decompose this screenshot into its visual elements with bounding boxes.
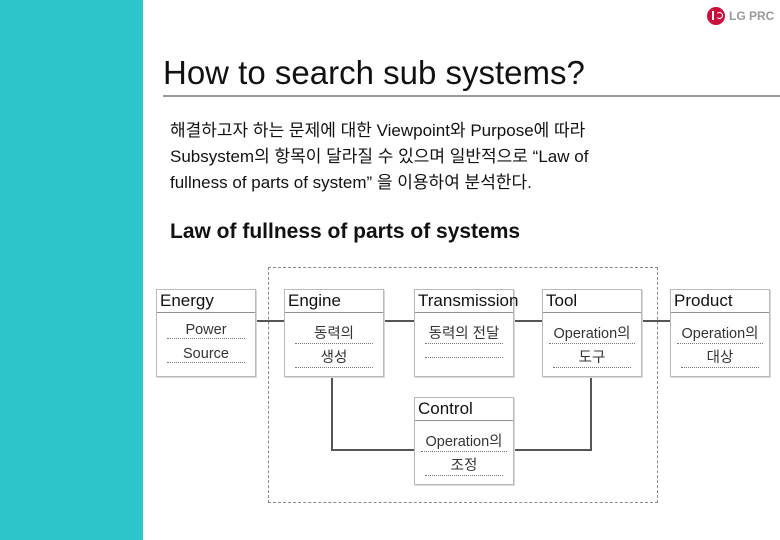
engine-box-line-1: 동력의 [295,322,373,344]
connector-energy-engine [256,320,284,322]
sidebar-band [0,0,143,540]
connector-tool-product [642,320,670,322]
connector-engine-transmission [384,320,414,322]
transmission-box-title: Transmission [415,290,518,313]
tool-box-line-2: 도구 [553,346,631,368]
transmission-box: Transmission 동력의 전달 [414,289,518,377]
product-box-title: Product [671,290,769,313]
control-box-title: Control [415,398,513,421]
transmission-box-line-2 [425,357,503,358]
product-box-line-1: Operation의 [677,322,763,344]
energy-box: Energy Power Source [156,289,256,377]
title-divider [163,95,780,97]
tool-box-line-1: Operation의 [549,322,635,344]
control-box-line-1: Operation의 [421,430,507,452]
control-box: Control Operation의 조정 [414,397,514,485]
transmission-box-line-1: 동력의 전달 [424,322,504,344]
intro-line-2: Subsystem의 항목이 달라질 수 있으며 일반적으로 “Law of [170,147,589,166]
engine-box-line-2: 생성 [295,346,373,368]
control-box-line-2: 조정 [425,454,503,476]
section-subtitle: Law of fullness of parts of systems [170,220,521,243]
tool-box: Tool Operation의 도구 [542,289,642,377]
intro-line-3: fullness of parts of system” 을 이용하여 분석한다… [170,173,532,192]
slide-title: How to search sub systems? [163,54,585,91]
product-box-line-2: 대상 [681,346,759,368]
energy-box-title: Energy [157,290,255,313]
brand-logo: LG PRC [707,6,774,26]
energy-box-line-2: Source [167,346,245,363]
energy-box-line-1: Power [167,322,245,339]
connector-tool-down [590,378,592,450]
connector-control-left [331,449,415,451]
product-box: Product Operation의 대상 [670,289,770,377]
intro-paragraph: 해결하고자 하는 문제에 대한 Viewpoint와 Purpose에 따라 S… [170,118,730,196]
lg-logo-icon [707,7,725,25]
connector-engine-down [331,378,333,450]
engine-box-title: Engine [285,290,383,313]
intro-line-1: 해결하고자 하는 문제에 대한 Viewpoint와 Purpose에 따라 [170,121,586,140]
system-boundary [268,267,658,503]
engine-box: Engine 동력의 생성 [284,289,384,377]
tool-box-title: Tool [543,290,641,313]
logo-text: LG PRC [729,9,775,23]
connector-transmission-tool [514,320,542,322]
connector-control-right [514,449,592,451]
